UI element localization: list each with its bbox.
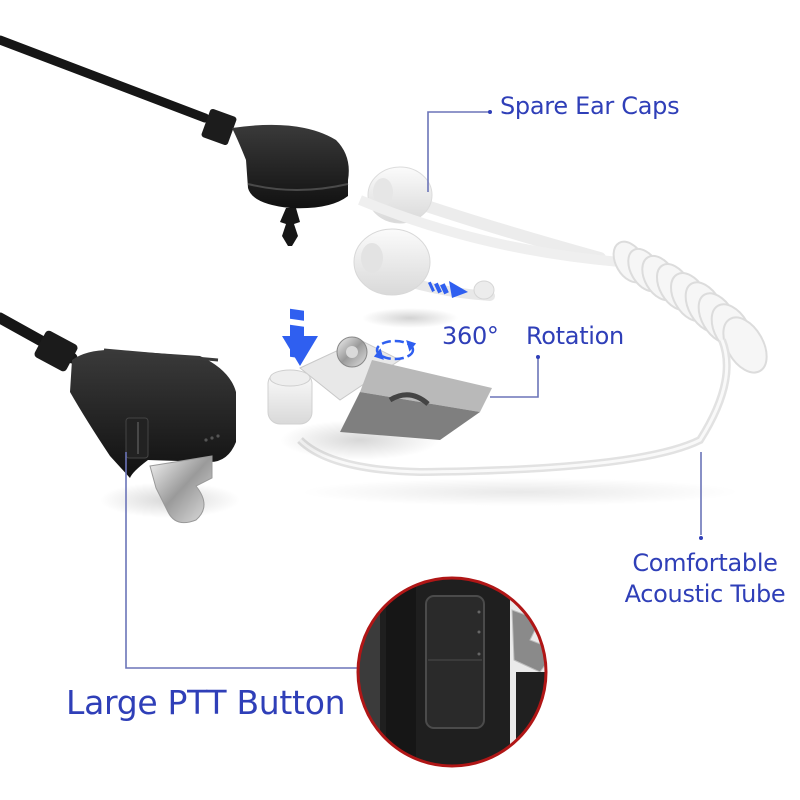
rotation-label: Rotation [526,322,624,350]
callout-lines [125,110,703,669]
dashed-down-arrow-icon [282,308,318,366]
acoustic-tube-label-line1: Comfortable [632,549,778,577]
acoustic-tube-label: Comfortable Acoustic Tube [612,548,798,610]
ptt-button-inset [356,576,548,768]
spare-ear-caps [353,166,606,328]
rotation-circle-icon [373,339,417,361]
ptt-microphone [0,312,240,524]
rotation-degrees-label: 360° [442,322,499,350]
ptt-button-label: Large PTT Button [66,683,346,722]
spare-ear-caps-label: Spare Ear Caps [500,92,680,120]
tube-clip-assembly [267,336,492,460]
dashed-right-arrow-icon [427,281,468,298]
acoustic-tube-label-line2: Acoustic Tube [624,580,786,608]
coiled-acoustic-tube [297,195,768,506]
earpiece-connector [0,35,349,246]
